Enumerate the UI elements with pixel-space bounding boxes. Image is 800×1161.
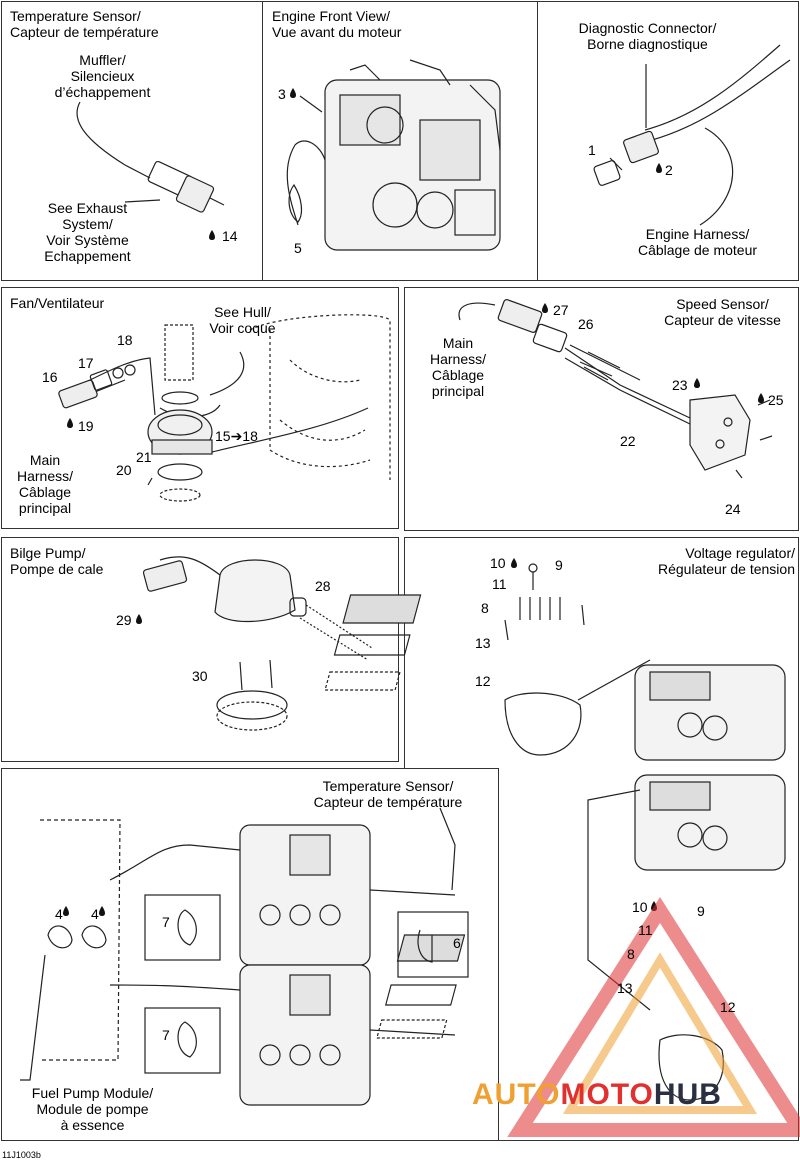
fuel-pump-drawing xyxy=(20,807,469,1106)
part-22-label: 22 xyxy=(620,433,636,449)
bilge-pump-drawing xyxy=(142,556,373,731)
part-29-label: 29 xyxy=(116,612,132,628)
part-11-lower-label: 11 xyxy=(638,922,653,938)
part-6-label: 6 xyxy=(453,935,461,951)
watermark-auto: AUTO xyxy=(472,1078,561,1111)
part-10-lower-label: 10 xyxy=(632,899,648,915)
part-13-lower-label: 13 xyxy=(617,980,633,996)
watermark-hub: HUB xyxy=(653,1078,722,1111)
part-13-label: 13 xyxy=(475,635,491,651)
part-19-label: 19 xyxy=(78,418,94,434)
part-25-label: 25 xyxy=(768,392,784,408)
part-28-label: 28 xyxy=(315,578,331,594)
figure-code: 11J1003b xyxy=(2,1150,41,1160)
part-11-label: 11 xyxy=(492,576,507,592)
part-15-18-label: 15➔18 xyxy=(215,428,258,444)
voltage-regulator-drawing xyxy=(324,563,786,1101)
part-2-label: 2 xyxy=(665,162,673,178)
speed-sensor-drawing xyxy=(458,299,773,479)
part-5-label: 5 xyxy=(294,240,302,256)
engine-front-title: Engine Front View/ Vue avant du moteur xyxy=(272,8,402,40)
fan-main-harness-label: Main Harness/ Câblage principal xyxy=(16,452,74,516)
part-20-label: 20 xyxy=(116,462,132,478)
muffler-label: Muffler/ Silencieux d’échappement xyxy=(54,52,151,100)
part-12-lower-label: 12 xyxy=(720,999,736,1015)
fuel-temperature-sensor-title: Temperature Sensor/ Capteur de températu… xyxy=(313,778,463,810)
part-9-lower-label: 9 xyxy=(697,903,705,919)
panel-bilge-pump xyxy=(1,537,399,762)
part-18-label: 18 xyxy=(117,332,133,348)
part-3-label: 3 xyxy=(278,86,286,102)
part-21-label: 21 xyxy=(136,449,152,465)
temperature-sensor-title: Temperature Sensor/ Capteur de températu… xyxy=(10,8,159,40)
part-4a-label: 4 xyxy=(55,906,63,922)
panel-temperature-sensor xyxy=(1,1,263,281)
fan-drawing xyxy=(58,314,391,502)
engine-front-drawing xyxy=(286,59,501,251)
fan-title: Fan/Ventilateur xyxy=(10,295,105,311)
see-hull-label: See Hull/ Voir coque xyxy=(209,304,276,336)
watermark-triangle xyxy=(507,896,800,1137)
part-1-label: 1 xyxy=(588,142,596,158)
part-8-label: 8 xyxy=(481,600,489,616)
part-7a-label: 7 xyxy=(162,914,170,930)
part-10-label: 10 xyxy=(490,555,506,571)
speed-main-harness-label: Main Harness/ Câblage principal xyxy=(429,335,487,399)
part-14-label: 14 xyxy=(222,228,238,244)
watermark-logo: AUTOMOTOHUB xyxy=(472,1078,722,1112)
exhaust-system-label: See Exhaust System/ Voir Système Echappe… xyxy=(44,200,131,264)
bilge-pump-title: Bilge Pump/ Pompe de cale xyxy=(10,545,104,577)
part-16-label: 16 xyxy=(42,369,58,385)
part-8-lower-label: 8 xyxy=(627,946,635,962)
part-4b-label: 4 xyxy=(91,906,99,922)
part-7b-label: 7 xyxy=(162,1027,170,1043)
part-12-label: 12 xyxy=(475,673,491,689)
speed-sensor-title: Speed Sensor/ Capteur de vitesse xyxy=(664,296,781,328)
watermark-moto: MOTO xyxy=(560,1078,654,1111)
temperature-sensor-drawing xyxy=(76,101,225,213)
part-30-label: 30 xyxy=(192,668,208,684)
part-26-label: 26 xyxy=(578,316,594,332)
fuel-pump-module-label: Fuel Pump Module/ Module de pompe à esse… xyxy=(31,1085,154,1133)
engine-harness-label: Engine Harness/ Câblage de moteur xyxy=(637,226,758,258)
diagnostic-connector-title: Diagnostic Connector/ Borne diagnostique xyxy=(578,20,717,52)
part-24-label: 24 xyxy=(725,501,741,517)
part-23-label: 23 xyxy=(672,377,688,393)
diagnostic-connector-drawing xyxy=(593,44,791,226)
panel-diagnostic-connector xyxy=(537,1,799,281)
part-27-label: 27 xyxy=(553,302,569,318)
voltage-regulator-title: Voltage regulator/ Régulateur de tension xyxy=(658,545,795,577)
part-17-label: 17 xyxy=(78,355,94,371)
part-9-label: 9 xyxy=(555,557,563,573)
drop-symbols xyxy=(63,88,764,916)
